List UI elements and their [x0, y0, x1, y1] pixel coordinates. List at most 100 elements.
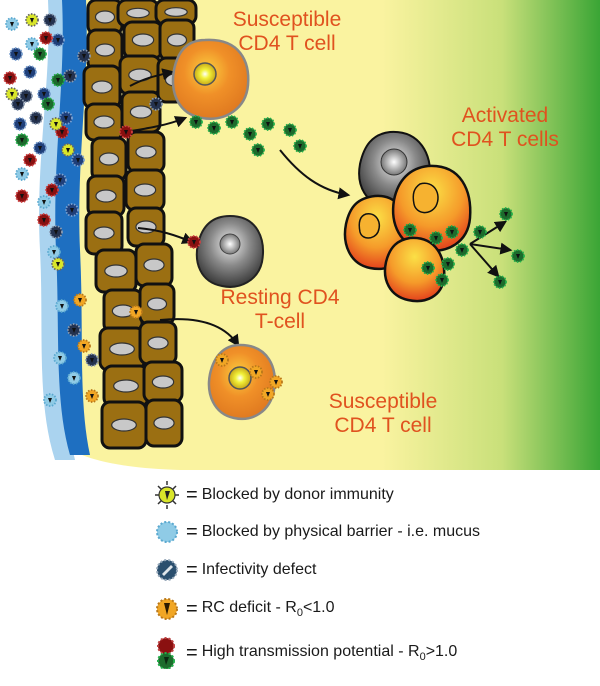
virion-green [251, 143, 265, 157]
epithelial-cell-nucleus [135, 145, 157, 159]
equals-sign: = [186, 558, 198, 581]
virion-yellow [49, 117, 63, 131]
label-activated: Activated CD4 T cells [430, 104, 580, 152]
virion-green [243, 127, 257, 141]
virion-orange [249, 365, 263, 379]
virion-red [39, 31, 53, 45]
epithelial-cell-nucleus [93, 115, 115, 129]
virion-red [45, 183, 59, 197]
mucus-blocked-virion-icon [156, 521, 178, 543]
equals-sign: = [186, 483, 198, 506]
virion-green [403, 223, 417, 237]
epithelial-cell-nucleus [93, 226, 115, 240]
label-activated-line1: Activated [461, 104, 549, 127]
legend-item-rc-deficit: = RC deficit - R0<1.0 [150, 593, 335, 625]
virion-green [41, 97, 55, 111]
virion-green [189, 115, 203, 129]
epithelial-cell-nucleus [133, 183, 157, 197]
virion-light [25, 37, 39, 51]
virion-red [37, 213, 51, 227]
epithelial-cell-nucleus [151, 375, 175, 389]
rc-deficit-text: RC deficit - R [201, 598, 297, 616]
epithelial-cell-nucleus [129, 105, 153, 119]
virion-light [5, 17, 19, 31]
epithelial-cell-nucleus [126, 7, 150, 19]
virion-orange [129, 305, 143, 319]
virion-green [499, 207, 513, 221]
virion-blue [9, 47, 23, 61]
virion-red [23, 153, 37, 167]
equals-sign: = [186, 520, 198, 543]
virion-light [53, 351, 67, 365]
epithelial-cell-nucleus [147, 336, 169, 350]
legend-text-high-transmission: High transmission potential - R0>1.0 [202, 643, 458, 663]
virion-yellow [61, 143, 75, 157]
virion-blue [65, 203, 79, 217]
virion-yellow [25, 13, 39, 27]
virion-particles [3, 13, 525, 407]
legend-text-donor-immunity: Blocked by donor immunity [201, 486, 394, 503]
high-transmission-virion-icon [157, 637, 175, 669]
label-resting-line1: Resting CD4 [220, 286, 340, 309]
virion-green [493, 275, 507, 289]
label-susceptible-top: Susceptible CD4 T cell [222, 8, 352, 56]
susceptible-cd4-cell-top [171, 38, 250, 120]
virion-green [261, 117, 275, 131]
epithelial-cell-nucleus [153, 416, 175, 430]
legend-text-rc-deficit: RC deficit - R0<1.0 [202, 599, 335, 619]
virion-blue [23, 65, 37, 79]
rc-deficit-threshold: <1.0 [302, 598, 335, 616]
legend-item-mucus-barrier: = Blocked by physical barrier - i.e. muc… [150, 516, 480, 548]
virion-light [55, 299, 69, 313]
virion-navy [43, 13, 57, 27]
epithelial-cell-nucleus [143, 258, 165, 272]
virion-navy [77, 49, 91, 63]
epithelial-cell-nucleus [135, 220, 157, 234]
virion-green [293, 139, 307, 153]
epithelial-cell-nucleus [91, 80, 113, 94]
rc-deficit-virion-icon [156, 598, 178, 620]
virion-green [207, 121, 221, 135]
epithelial-cell-nucleus [166, 33, 188, 47]
label-susceptible-top-line1: Susceptible [232, 8, 342, 31]
rc-deficit-subscript: 0 [296, 607, 303, 620]
virion-light [15, 167, 29, 181]
legend-text-infectivity-defect: Infectivity defect [201, 561, 317, 578]
legend-item-high-transmission: = High transmission potential - R0>1.0 [150, 637, 457, 669]
epithelial-cell-nucleus [146, 297, 168, 311]
epithelial-cell-nucleus [131, 33, 155, 47]
virion-blue [33, 141, 47, 155]
virion-green [435, 273, 449, 287]
virion-orange [261, 387, 275, 401]
high-transmission-text: High transmission potential - R [201, 642, 420, 660]
virion-blue [71, 153, 85, 167]
epithelial-cell-nucleus [109, 342, 135, 356]
legend-item-donor-immunity: = Blocked by donor immunity [150, 479, 394, 511]
virion-green [283, 123, 297, 137]
virion-navy [149, 97, 163, 111]
legend-text-mucus-barrier: Blocked by physical barrier - i.e. mucus [201, 523, 481, 540]
virion-orange [85, 389, 99, 403]
virion-green [51, 73, 65, 87]
label-susceptible-bottom-line2: CD4 T cell [334, 414, 432, 437]
virion-green [441, 257, 455, 271]
virion-red [187, 235, 201, 249]
virion-blue [51, 33, 65, 47]
virion-navy [67, 323, 81, 337]
epithelial-cell-nucleus [95, 189, 117, 203]
virion-light [67, 371, 81, 385]
label-susceptible-top-line2: CD4 T cell [238, 32, 336, 55]
label-resting: Resting CD4 T-cell [200, 286, 360, 334]
virion-blue [53, 173, 67, 187]
virion-red [3, 71, 17, 85]
virion-green [33, 47, 47, 61]
virion-navy [19, 89, 33, 103]
epithelial-cell-nucleus [164, 7, 188, 17]
virion-orange [73, 293, 87, 307]
virion-navy [63, 69, 77, 83]
virion-green [421, 261, 435, 275]
infection-arrows [124, 68, 513, 348]
epithelial-cell-nucleus [94, 10, 116, 24]
label-susceptible-bottom: Susceptible CD4 T cell [308, 390, 458, 438]
